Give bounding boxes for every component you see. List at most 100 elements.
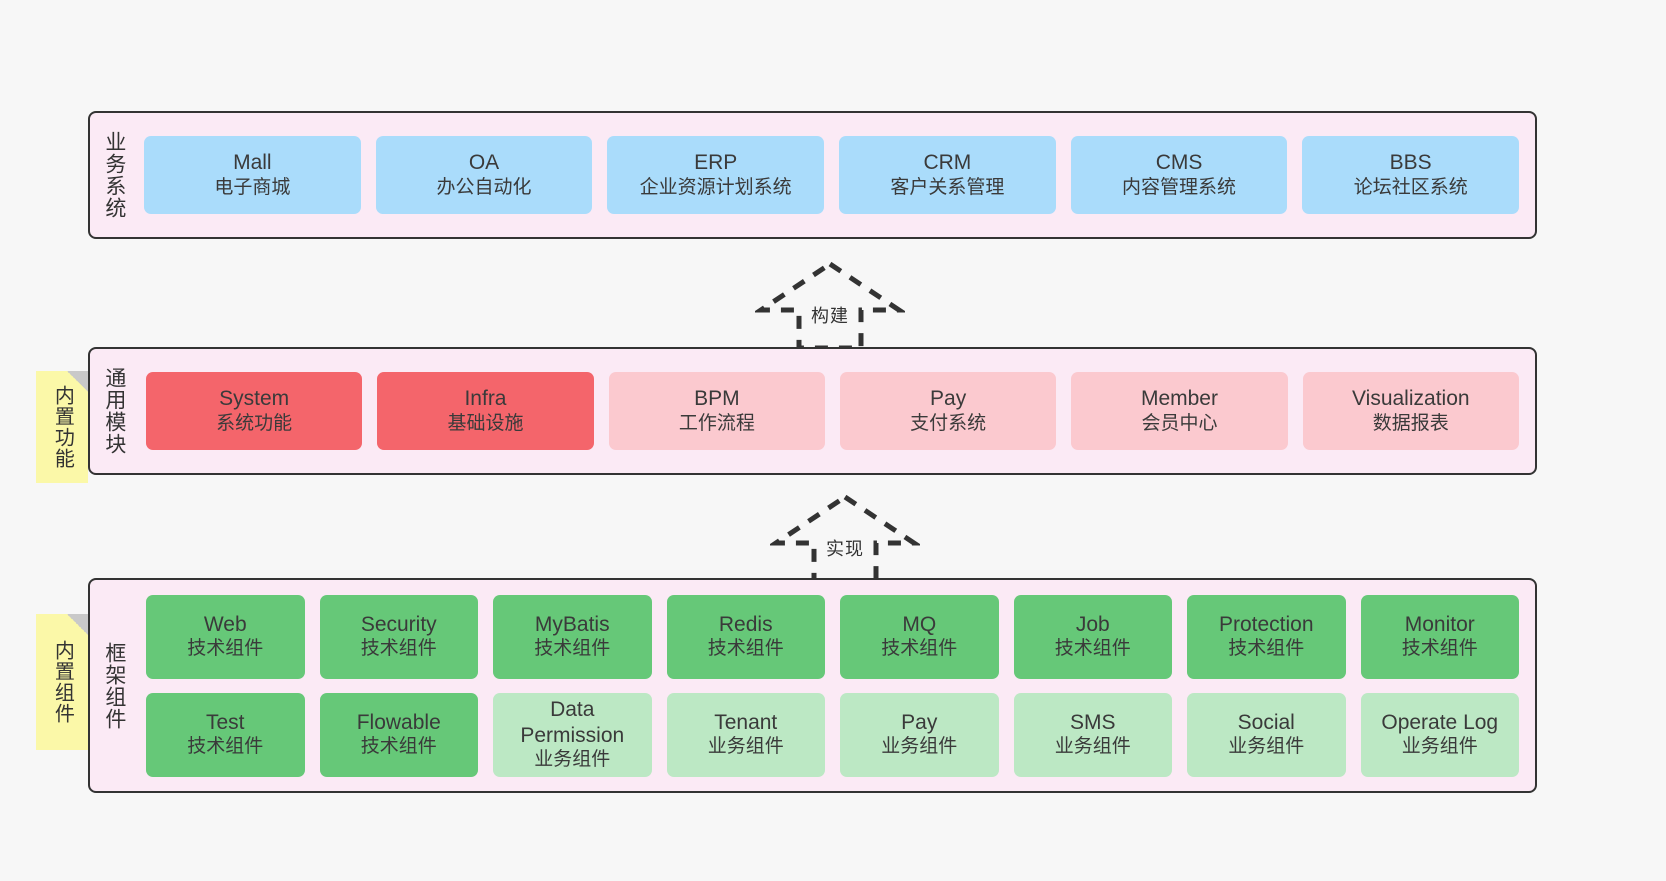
- arrow-build: 构建: [755, 258, 905, 354]
- note-builtin-function-label: 内置功能: [51, 385, 74, 469]
- framework-box-security[interactable]: Security 技术组件: [319, 594, 478, 679]
- note-builtin-component: 内置组件: [36, 614, 88, 750]
- framework-box-data-permission-desc: 业务组件: [534, 749, 611, 771]
- framework-box-operate-log[interactable]: Operate Log 业务组件: [1360, 692, 1519, 777]
- layer-common-module-body: System 系统功能 Infra 基础设施 BPM 工作流程 Pay 支付系统…: [138, 349, 1535, 473]
- layer-common-module-title: 通用模块: [102, 367, 126, 455]
- framework-box-redis[interactable]: Redis 技术组件: [666, 594, 825, 679]
- business-box-oa-name: OA: [468, 151, 500, 175]
- module-box-bpm-desc: 工作流程: [678, 412, 755, 434]
- framework-box-protection[interactable]: Protection 技术组件: [1187, 594, 1346, 679]
- framework-box-pay[interactable]: Pay 业务组件: [840, 692, 999, 777]
- framework-box-data-permission[interactable]: Data Permission 业务组件: [493, 692, 652, 777]
- module-box-visualization-desc: 数据报表: [1372, 412, 1449, 434]
- framework-box-tenant-name: Tenant: [714, 710, 778, 734]
- framework-box-pay-desc: 业务组件: [881, 736, 958, 758]
- framework-box-job-desc: 技术组件: [1054, 638, 1131, 660]
- framework-box-test-desc: 技术组件: [187, 736, 264, 758]
- layer-business-system-body: Mall 电子商城 OA 办公自动化 ERP 企业资源计划系统 CRM 客户关系…: [138, 113, 1535, 237]
- framework-box-redis-name: Redis: [718, 612, 773, 636]
- framework-box-tenant[interactable]: Tenant 业务组件: [666, 692, 825, 777]
- framework-row-business: Test 技术组件 Flowable 技术组件 Data Permission …: [146, 692, 1519, 777]
- layer-framework-component-body: Web 技术组件 Security 技术组件 MyBatis 技术组件 Redi…: [138, 580, 1535, 791]
- business-box-crm[interactable]: CRM 客户关系管理: [839, 136, 1056, 214]
- business-box-mall-name: Mall: [233, 151, 272, 175]
- framework-box-monitor-desc: 技术组件: [1401, 638, 1478, 660]
- framework-box-web[interactable]: Web 技术组件: [146, 594, 305, 679]
- framework-box-redis-desc: 技术组件: [707, 638, 784, 660]
- framework-box-operate-log-name: Operate Log: [1381, 710, 1499, 734]
- framework-box-protection-desc: 技术组件: [1228, 638, 1305, 660]
- framework-box-sms[interactable]: SMS 业务组件: [1013, 692, 1172, 777]
- module-box-visualization-name: Visualization: [1352, 387, 1470, 411]
- business-box-erp[interactable]: ERP 企业资源计划系统: [607, 136, 825, 214]
- arrow-build-label: 构建: [811, 306, 849, 326]
- module-box-system[interactable]: System 系统功能: [146, 372, 363, 450]
- module-box-system-name: System: [219, 387, 290, 411]
- module-box-infra[interactable]: Infra 基础设施: [377, 372, 594, 450]
- module-box-member-name: Member: [1140, 387, 1218, 411]
- layer-framework-component-title: 框架组件: [102, 641, 126, 730]
- framework-box-flowable-desc: 技术组件: [360, 736, 437, 758]
- framework-box-social[interactable]: Social 业务组件: [1187, 692, 1346, 777]
- layer-common-module: 通用模块 System 系统功能 Infra 基础设施 BPM 工作流程 Pay…: [88, 347, 1537, 475]
- business-box-crm-name: CRM: [923, 151, 972, 175]
- framework-box-security-name: Security: [360, 612, 437, 636]
- module-box-infra-desc: 基础设施: [447, 412, 524, 434]
- module-box-infra-name: Infra: [464, 387, 507, 411]
- framework-box-monitor[interactable]: Monitor 技术组件: [1360, 594, 1519, 679]
- framework-box-protection-name: Protection: [1218, 612, 1314, 636]
- framework-box-security-desc: 技术组件: [360, 638, 437, 660]
- note-builtin-component-label: 内置组件: [51, 640, 74, 724]
- page-fold-icon: [67, 614, 88, 635]
- framework-box-pay-name: Pay: [901, 710, 938, 734]
- framework-box-web-name: Web: [203, 612, 247, 636]
- page-fold-icon: [67, 371, 88, 392]
- module-box-member[interactable]: Member 会员中心: [1071, 372, 1288, 450]
- framework-box-test[interactable]: Test 技术组件: [146, 692, 305, 777]
- framework-box-job-name: Job: [1075, 612, 1110, 636]
- framework-box-social-desc: 业务组件: [1228, 736, 1305, 758]
- framework-box-monitor-name: Monitor: [1404, 612, 1475, 636]
- module-box-visualization[interactable]: Visualization 数据报表: [1302, 372, 1519, 450]
- framework-box-operate-log-desc: 业务组件: [1401, 736, 1478, 758]
- framework-box-tenant-desc: 业务组件: [707, 736, 784, 758]
- business-box-mall[interactable]: Mall 电子商城: [144, 136, 361, 214]
- framework-box-social-name: Social: [1237, 710, 1295, 734]
- arrow-realize: 实现: [770, 491, 920, 587]
- framework-box-flowable-name: Flowable: [356, 710, 441, 734]
- framework-row-tech: Web 技术组件 Security 技术组件 MyBatis 技术组件 Redi…: [146, 594, 1519, 679]
- business-box-bbs-name: BBS: [1389, 151, 1432, 175]
- framework-box-sms-desc: 业务组件: [1054, 736, 1131, 758]
- business-box-mall-desc: 电子商城: [214, 176, 291, 198]
- module-box-member-desc: 会员中心: [1141, 412, 1218, 434]
- layer-framework-component: 框架组件 Web 技术组件 Security 技术组件 MyBatis 技术组件…: [88, 578, 1537, 793]
- framework-box-web-desc: 技术组件: [187, 638, 264, 660]
- module-box-pay-desc: 支付系统: [910, 412, 987, 434]
- business-box-oa-desc: 办公自动化: [436, 176, 532, 198]
- framework-box-mq-desc: 技术组件: [881, 638, 958, 660]
- module-box-pay[interactable]: Pay 支付系统: [839, 372, 1057, 450]
- business-box-erp-desc: 企业资源计划系统: [639, 176, 792, 198]
- layer-business-system-title: 业务系统: [102, 131, 126, 219]
- module-box-bpm[interactable]: BPM 工作流程: [608, 372, 825, 450]
- framework-box-mybatis[interactable]: MyBatis 技术组件: [493, 594, 652, 679]
- module-box-bpm-name: BPM: [694, 387, 740, 411]
- business-box-bbs-desc: 论坛社区系统: [1353, 176, 1468, 198]
- business-box-bbs[interactable]: BBS 论坛社区系统: [1302, 136, 1520, 214]
- layer-business-system: 业务系统 Mall 电子商城 OA 办公自动化 ERP 企业资源计划系统 CRM…: [88, 111, 1537, 239]
- framework-box-data-permission-name: Data Permission: [520, 698, 625, 747]
- framework-box-job[interactable]: Job 技术组件: [1013, 594, 1172, 679]
- framework-box-test-name: Test: [205, 710, 245, 734]
- business-box-cms-name: CMS: [1155, 151, 1203, 175]
- business-box-cms-desc: 内容管理系统: [1122, 176, 1237, 198]
- framework-box-mq-name: MQ: [902, 612, 937, 636]
- business-box-crm-desc: 客户关系管理: [890, 176, 1005, 198]
- arrow-realize-label: 实现: [826, 539, 864, 559]
- framework-box-mybatis-name: MyBatis: [534, 612, 610, 636]
- framework-box-flowable[interactable]: Flowable 技术组件: [319, 692, 478, 777]
- business-box-oa[interactable]: OA 办公自动化: [375, 136, 593, 214]
- business-box-cms[interactable]: CMS 内容管理系统: [1070, 136, 1288, 214]
- framework-box-mq[interactable]: MQ 技术组件: [840, 594, 999, 679]
- note-builtin-function: 内置功能: [36, 371, 88, 483]
